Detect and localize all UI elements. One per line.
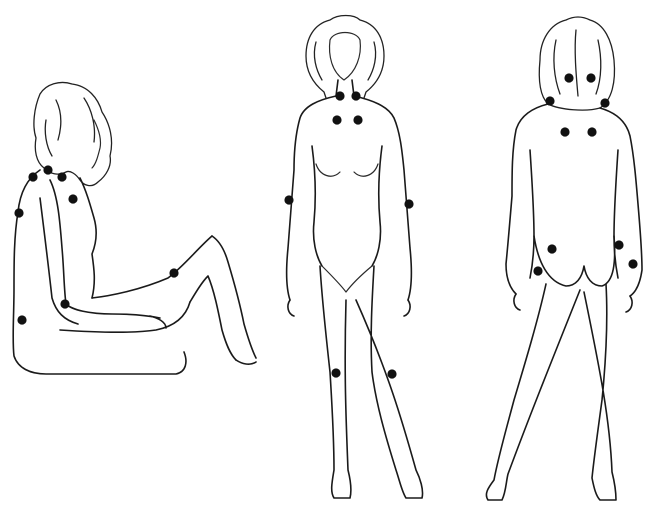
seated-back xyxy=(13,170,186,374)
standing-back-tender-point-10 xyxy=(628,259,637,268)
standing-front-tender-point-1 xyxy=(335,91,344,100)
standing-back-figure xyxy=(486,17,642,500)
seated-side-tender-point-6 xyxy=(169,268,178,277)
standing-front-tender-point-8 xyxy=(387,369,396,378)
seated-lower-leg xyxy=(212,236,256,358)
back-legs xyxy=(486,284,616,500)
seated-side-tender-point-5 xyxy=(14,208,23,217)
seated-side-tender-point-3 xyxy=(57,172,66,181)
standing-front-figure xyxy=(287,16,423,499)
standing-front-tender-point-3 xyxy=(332,115,341,124)
front-chest xyxy=(316,164,378,176)
seated-face xyxy=(92,120,101,168)
standing-back-tender-point-9 xyxy=(533,266,542,275)
back-torso xyxy=(506,104,642,296)
seated-side-figure xyxy=(13,82,256,374)
standing-back-tender-point-4 xyxy=(600,98,609,107)
front-face xyxy=(330,33,361,81)
standing-back-tender-point-8 xyxy=(614,240,623,249)
standing-front-tender-point-2 xyxy=(351,91,360,100)
standing-back-tender-point-7 xyxy=(547,244,556,253)
standing-back-tender-point-5 xyxy=(560,127,569,136)
standing-back-tender-point-1 xyxy=(564,73,573,82)
standing-front-tender-point-7 xyxy=(331,368,340,377)
seated-side-tender-point-8 xyxy=(17,315,26,324)
seated-side-tender-point-4 xyxy=(68,194,77,203)
front-legs xyxy=(320,266,423,498)
standing-front-tender-point-4 xyxy=(353,115,362,124)
front-torso xyxy=(287,96,412,300)
back-hair xyxy=(539,17,614,110)
seated-thigh xyxy=(92,236,212,298)
standing-back-tender-point-6 xyxy=(587,127,596,136)
seated-side-tender-point-2 xyxy=(43,165,52,174)
seated-side-tender-point-7 xyxy=(60,299,69,308)
standing-front-tender-point-5 xyxy=(284,195,293,204)
front-hair xyxy=(306,16,384,99)
seated-front xyxy=(80,178,96,298)
seated-side-tender-point-1 xyxy=(28,172,37,181)
back-buttocks xyxy=(534,236,615,286)
standing-front-tender-point-6 xyxy=(404,199,413,208)
standing-back-tender-point-3 xyxy=(545,96,554,105)
seated-foot xyxy=(236,360,256,364)
standing-back-tender-point-2 xyxy=(586,73,595,82)
seated-arm xyxy=(50,180,160,318)
